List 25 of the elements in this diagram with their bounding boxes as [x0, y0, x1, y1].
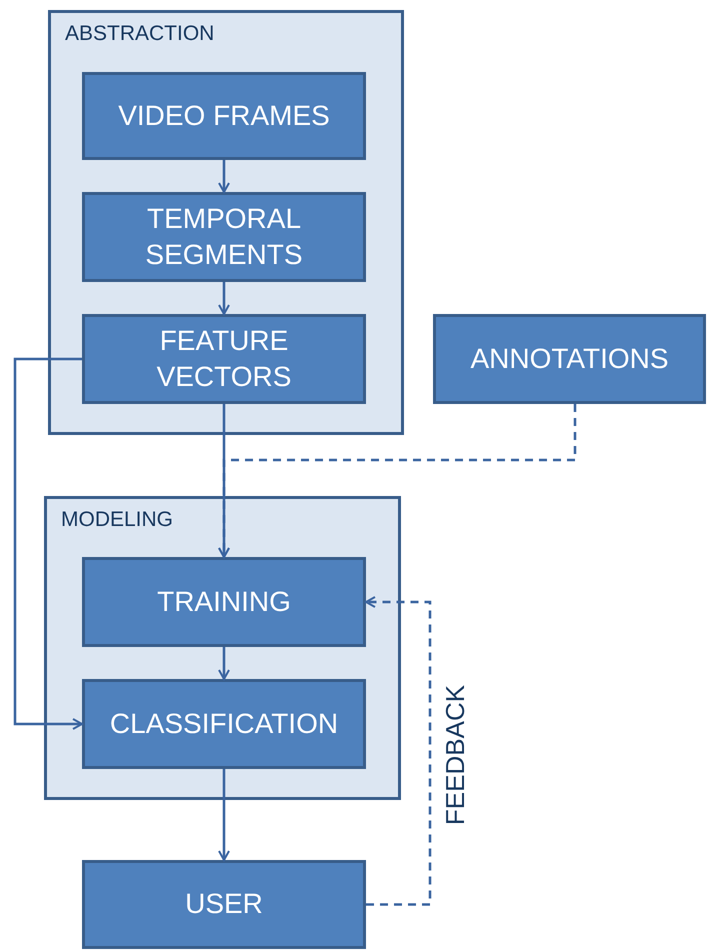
group-panel: [44, 496, 401, 800]
process-box: [82, 314, 366, 404]
box-label: FEATURE VECTORS: [156, 324, 292, 394]
box-label: VIDEO FRAMES: [118, 98, 330, 133]
process-box: [82, 860, 366, 949]
process-box: [82, 192, 366, 282]
arrow: [365, 596, 432, 906]
box-label: TRAINING: [157, 584, 291, 619]
arrow: [218, 160, 230, 193]
process-box: [82, 679, 366, 769]
group-title: MODELING: [61, 509, 174, 530]
box-label: TEMPORAL SEGMENTS: [144, 202, 304, 272]
box-label: CLASSIFICATION: [110, 706, 338, 741]
arrow: [218, 769, 230, 861]
arrow: [218, 282, 230, 315]
group-title: ABSTRACTION: [65, 23, 214, 44]
process-box: [82, 72, 366, 160]
box-label: USER: [185, 887, 263, 922]
box-label: ANNOTATIONS: [470, 342, 669, 376]
process-box: [82, 557, 366, 647]
group-panel: [48, 10, 404, 435]
arrow: [14, 358, 83, 730]
arrow: [218, 647, 230, 680]
arrow: [218, 404, 576, 558]
process-box: [433, 314, 706, 404]
